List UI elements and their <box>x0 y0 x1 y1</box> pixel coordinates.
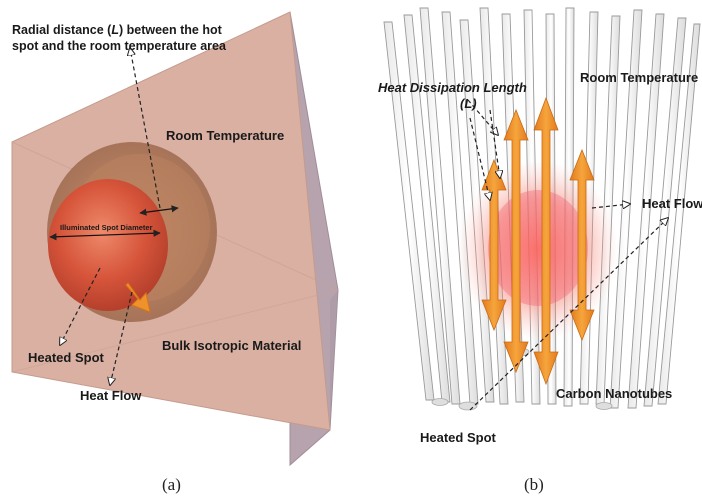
heated-spot-label-a: Heated Spot <box>28 350 105 365</box>
caption-a: (a) <box>162 475 181 494</box>
bulk-material-label: Bulk Isotropic Material <box>162 338 301 353</box>
dissipation-arrow <box>569 148 595 342</box>
spot-diameter-label: Illuminated Spot Diameter <box>60 223 153 232</box>
radial-distance-label-line2: spot and the room temperature area <box>12 39 227 53</box>
radial-distance-arrow <box>139 205 179 216</box>
caption-b: (b) <box>524 475 544 494</box>
panel-b: Heat Dissipation Length (L) Room Tempera… <box>378 7 702 494</box>
dissipation-length-label: Heat Dissipation Length <box>378 80 527 95</box>
nanotube <box>403 14 451 403</box>
nanotube <box>657 23 701 405</box>
nanotube-cap <box>595 402 613 410</box>
callout-heat-flow-b <box>591 204 630 208</box>
spot-diameter-arrow <box>49 229 161 241</box>
block-inner-edge-2 <box>11 289 339 373</box>
callout-radial <box>130 48 161 209</box>
callout-heated-spot-b <box>469 218 668 411</box>
heat-flow-label-b: Heat Flow <box>642 196 702 211</box>
callout-heated-spot <box>60 267 101 345</box>
dissipation-arrow <box>533 96 559 386</box>
heat-glow-core <box>488 190 588 306</box>
dissipation-arrows <box>481 96 595 386</box>
heated-spot-label-b: Heated Spot <box>420 430 497 445</box>
material-block-bottom-shade <box>290 290 338 465</box>
panel-a: Radial distance (L) between the hot spot… <box>11 11 339 494</box>
heat-flow-label-a: Heat Flow <box>80 388 142 403</box>
nanotube <box>627 13 665 409</box>
callout-heat-flow <box>110 291 133 385</box>
callout-dissipation-b <box>489 109 500 178</box>
hot-core <box>48 179 168 311</box>
carbon-nanotubes-label: Carbon Nanotubes <box>556 386 672 401</box>
radial-distance-label: Radial distance (L) between the hot <box>12 23 223 37</box>
nanotube-cap <box>431 398 449 406</box>
dissipation-arrow <box>503 108 529 374</box>
nanotube <box>643 17 687 407</box>
nanotube <box>441 11 479 405</box>
nanotube-cap <box>458 401 478 411</box>
room-temperature-label-b: Room Temperature <box>580 70 698 85</box>
orange-heat-arrow <box>125 282 151 313</box>
dissipation-arrow <box>481 158 507 332</box>
callout-dissipation-c <box>469 117 490 200</box>
room-temperature-label-a: Room Temperature <box>166 128 284 143</box>
dissipation-length-symbol: (L) <box>460 96 477 111</box>
nanotube <box>609 9 643 409</box>
callout-dissipation-a <box>467 99 498 135</box>
